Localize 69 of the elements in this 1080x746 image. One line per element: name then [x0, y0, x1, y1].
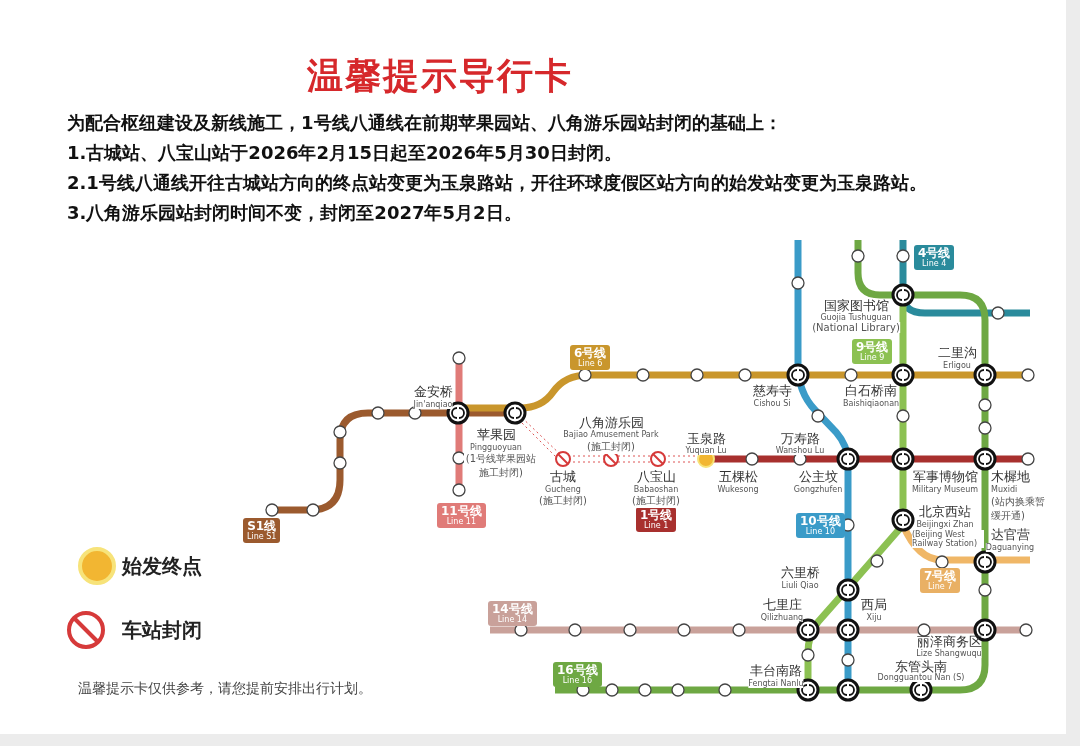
station-name: 苹果园: [476, 426, 516, 443]
station-name: 六里桥: [780, 564, 820, 581]
station-pinyin: Liuli Qiao: [781, 581, 819, 590]
line-badge: 11号线 Line 11: [437, 503, 486, 528]
line-badge: 16号线 Line 16: [553, 662, 602, 687]
station-pinyin: Cishou Si: [753, 399, 791, 408]
station-name: 玉泉路: [686, 430, 726, 446]
station-note: (站内换乘暂缓开通): [991, 495, 1045, 523]
station-name: 八角游乐园: [578, 414, 644, 430]
station-note: (施工封闭): [587, 440, 635, 454]
station-pinyin: Baishiqiaonan: [842, 399, 900, 408]
station-pinyin: Wukesong: [717, 485, 759, 494]
station-pinyin: Qilizhuang: [760, 613, 804, 622]
station-pinyin: Xiju: [866, 613, 882, 622]
station-note: (施工封闭): [539, 494, 587, 508]
line-badge: S1线 Line S1: [243, 518, 281, 543]
station-name: 达官营: [990, 526, 1030, 543]
line-badge: 4号线 Line 4: [914, 245, 955, 270]
station-name: 七里庄: [762, 596, 802, 613]
station-pinyin: Beijingxi Zhan: [916, 520, 974, 529]
station-pinyin: Erligou: [943, 361, 971, 370]
station-pinyin: Dongguantou Nan (S): [877, 673, 965, 682]
station-name: 东管头南: [895, 658, 947, 674]
line-badge: 9号线 Line 9: [852, 339, 893, 364]
station-name: 军事博物馆: [912, 468, 978, 485]
station-name: 国家图书馆: [823, 297, 889, 313]
notice-text: 3.八角游乐园站封闭时间不变，封闭至2027年5月2日。: [67, 201, 522, 225]
station-pinyin: Daguanying: [985, 543, 1035, 552]
station-name: 八宝山: [636, 468, 676, 485]
station-name: 慈寿寺: [752, 382, 792, 399]
station-name: 万寿路: [780, 430, 820, 446]
station-name: 二里沟: [937, 344, 977, 361]
station-pinyin: Fengtai Nanlu: [748, 679, 804, 688]
station-name: 北京西站: [919, 503, 971, 520]
station-note: (1号线苹果园站施工封闭): [464, 452, 538, 480]
station-pinyin: Jin'anqiao: [413, 400, 453, 409]
station-pinyin: Babaoshan: [633, 485, 679, 494]
notice-text: 1.古城站、八宝山站于2026年2月15日起至2026年5月30日封闭。: [67, 141, 622, 165]
station-pinyin: Guojia Tushuguan: [820, 313, 892, 322]
line-badge: 6号线 Line 6: [570, 345, 611, 370]
station-pinyin: Gongzhufen: [793, 485, 843, 494]
title: 温馨提示导行卡: [307, 54, 573, 98]
notice-text: 为配合枢纽建设及新线施工，1号线八通线在前期苹果园站、八角游乐园站封闭的基础上：: [67, 111, 782, 135]
legend-label: 车站封闭: [122, 617, 202, 644]
station-pinyin: Bajiao Amusement Park: [563, 430, 659, 439]
station-pinyin: Lize Shangwuqu: [916, 649, 982, 658]
line-badge: 10号线 Line 10: [796, 513, 845, 538]
station-pinyin: Wanshou Lu: [775, 446, 825, 455]
station-name: 丽泽商务区: [916, 633, 982, 649]
station-pinyin: Military Museum: [911, 485, 979, 494]
station-pinyin: Yuquan Lu: [685, 446, 727, 455]
line-badge: 7号线 Line 7: [920, 568, 961, 593]
line-badge: 14号线 Line 14: [488, 601, 537, 626]
station-name: 金安桥: [413, 383, 453, 400]
station-note: (Beijing West Railway Station): [912, 530, 984, 548]
station-pinyin: Gucheng: [545, 485, 581, 494]
footnote: 温馨提示卡仅供参考，请您提前安排出行计划。: [78, 680, 372, 698]
station-name: 木樨地: [991, 468, 1030, 485]
station-name: 丰台南路: [750, 662, 802, 679]
line-badge: 1号线 Line 1: [636, 507, 677, 532]
station-name: 五棵松: [718, 468, 758, 485]
station-name: 西局: [861, 596, 887, 613]
station-name: 白石桥南: [845, 382, 897, 399]
station-pinyin: Pingguoyuan: [470, 443, 522, 452]
legend-label: 始发终点: [122, 553, 202, 580]
station-name: 公主坟: [798, 468, 838, 485]
notice-text: 2.1号线八通线开往古城站方向的终点站变更为玉泉路站，开往环球度假区站方向的始发站变更为玉泉路站。: [67, 171, 927, 195]
station-name: 古城: [550, 468, 576, 485]
station-pinyin: Muxidi: [991, 485, 1018, 494]
